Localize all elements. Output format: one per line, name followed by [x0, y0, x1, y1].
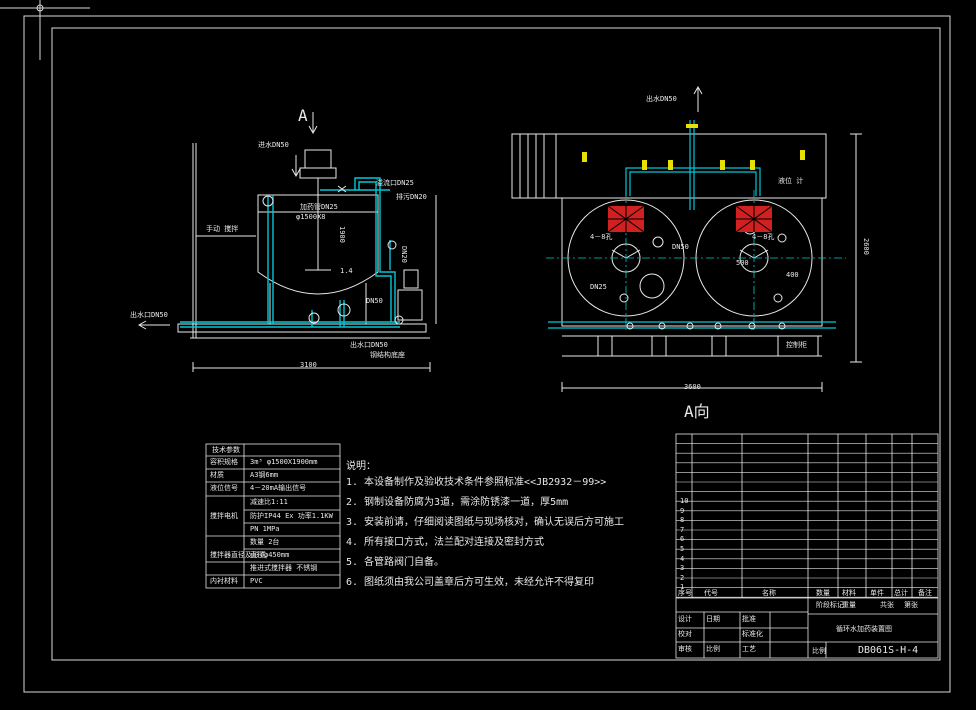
spec-row-name: 材质	[210, 471, 224, 479]
spec-row-value: 3m³ φ1500X1900mm	[250, 458, 318, 466]
row-number: 8	[680, 516, 685, 525]
outlet-left-label: 出水口DN50	[130, 311, 168, 319]
front-view-arrows	[137, 112, 318, 330]
center-dn50-label: DN50	[672, 243, 689, 251]
header-label: 序号	[678, 589, 692, 597]
row-number: 4	[680, 554, 685, 563]
spec-row-value: 数量 2台	[250, 538, 280, 546]
corner-label: 液位 计	[778, 177, 804, 185]
note-item: 1. 本设备制作及验收技术条件参照标准<<JB2932－99>>	[346, 477, 607, 488]
header-label: 名称	[762, 589, 776, 597]
title-block-grid	[675, 433, 939, 659]
pump-pipe-label: DN50	[366, 297, 383, 305]
header-label: 单件	[870, 589, 884, 597]
spec-row-value: PVC	[250, 577, 263, 585]
top-view-heater-left	[607, 205, 645, 233]
front-view	[177, 143, 437, 372]
note-item: 4. 所有接口方式，法兰配对连接及密封方式	[346, 537, 545, 548]
note-item: 2. 钢制设备防腐为3道，需涂防锈漆一道，厚5mm	[346, 497, 569, 508]
spec-table-grid	[205, 443, 341, 589]
title-block-rows	[676, 443, 938, 598]
scale-label: 阶段标记	[816, 601, 844, 609]
sign-label: 批准	[742, 615, 756, 623]
left-side-label: 手动 搅拌	[206, 225, 239, 233]
drawing-number: DB061S-H-4	[858, 645, 919, 656]
scale-label: 重量	[842, 601, 856, 609]
header-label: 总计	[894, 589, 908, 597]
spec-row-value: 防护IP44 Eх 功率1.1KW	[250, 512, 333, 520]
top-outlet-label: 出水DN50	[646, 95, 677, 103]
note-item: 5. 各管路阀门自备。	[346, 557, 445, 568]
spec-row-name: 搅拌器直径及形式	[210, 551, 266, 559]
sign-label: 日期	[706, 615, 720, 623]
spec-table-header: 技术参数	[212, 446, 240, 454]
view-a-title: A向	[684, 402, 710, 421]
sign-label: 第张	[904, 601, 918, 609]
spec-row-name: 内衬材料	[210, 577, 238, 585]
tank-height-label: 1900	[338, 226, 346, 243]
header-label: 代号	[704, 589, 718, 597]
drawing-frame	[0, 0, 951, 693]
small-mark-2: 400	[786, 271, 799, 279]
top-width-dim: 3600	[684, 383, 701, 391]
spec-row-value: A3钢6mm	[250, 471, 279, 479]
top-view-heater-right	[735, 205, 773, 233]
spec-row-value: 4－20mA输出信号	[250, 484, 307, 492]
top-height-dim: 2600	[862, 238, 870, 255]
notes-heading: 说明：	[346, 461, 376, 472]
top-view	[511, 85, 862, 392]
sign-label: 设计	[678, 615, 692, 623]
header-label: 备注	[918, 589, 932, 597]
note-item: 6. 图纸须由我公司盖章后方可生效，未经允许不得复印	[346, 577, 595, 588]
row-number: 7	[680, 525, 685, 534]
header-label: 数量	[816, 589, 830, 597]
scale-label: 比例	[812, 647, 826, 655]
drain-label: 排污DN20	[396, 193, 427, 201]
spec-row-value: PN 1MPa	[250, 525, 280, 533]
sign-label: 审核	[678, 645, 692, 653]
note-item: 3. 安装前请，仔细阅读图纸与现场核对，确认无误后方可施工	[346, 517, 625, 528]
level-mark-label: 1.4	[340, 267, 353, 275]
side-box-label: 控制柜	[786, 341, 807, 349]
outlet-bottom-label: 出水口DN50	[350, 341, 388, 349]
spec-row-value: 直径φ450mm	[250, 551, 290, 559]
base-label: 钢结构底座	[370, 351, 405, 359]
header-label: 材料	[842, 589, 856, 597]
dosing-pipe-label: 加药管DN25	[300, 203, 338, 211]
row-number: 3	[680, 564, 685, 573]
view-marker-a: A	[298, 106, 308, 125]
sign-label: 工艺	[742, 645, 756, 653]
top-view-pipes	[548, 120, 836, 329]
right-tank-inner-label: 4－8孔	[752, 233, 775, 241]
row-number: 5	[680, 545, 685, 553]
front-view-pipes	[180, 177, 400, 328]
tank-dim-label: φ1500X8	[296, 213, 326, 221]
sign-label: 校对	[678, 630, 692, 638]
sign-label: 比例	[706, 645, 720, 653]
top-view-pipe-ring	[626, 322, 786, 330]
sign-label: 共张	[880, 601, 894, 609]
spec-row-value: 推进式搅拌器 不锈钢	[250, 564, 318, 572]
overflow-label: 溢流口DN25	[376, 179, 414, 187]
right-pipe-mark: DN20	[400, 246, 408, 263]
spec-row-name: 容积规格	[210, 458, 238, 466]
row-number: 2	[680, 573, 685, 582]
spec-row-name: 搅拌电机	[210, 512, 238, 520]
row-number: 6	[680, 535, 685, 544]
row-number: 9	[680, 506, 685, 515]
row-number: 10	[680, 497, 689, 505]
small-mark-1: 500	[736, 259, 749, 267]
sign-label: 标准化	[742, 630, 763, 638]
row-number: 1	[680, 583, 685, 592]
spec-row-name: 液位信号	[210, 484, 238, 492]
top-view-valves	[582, 124, 805, 170]
left-tank-inner-label: 4－8孔	[590, 233, 613, 241]
front-view-valves	[262, 185, 404, 325]
top-dosing-label: DN25	[590, 283, 607, 291]
drawing-name: 循环水加药装置图	[836, 625, 892, 633]
spec-row-value: 减速比1:11	[250, 498, 288, 506]
inlet-top-label: 进水DN50	[258, 141, 289, 149]
front-width-dim: 3100	[300, 361, 317, 369]
